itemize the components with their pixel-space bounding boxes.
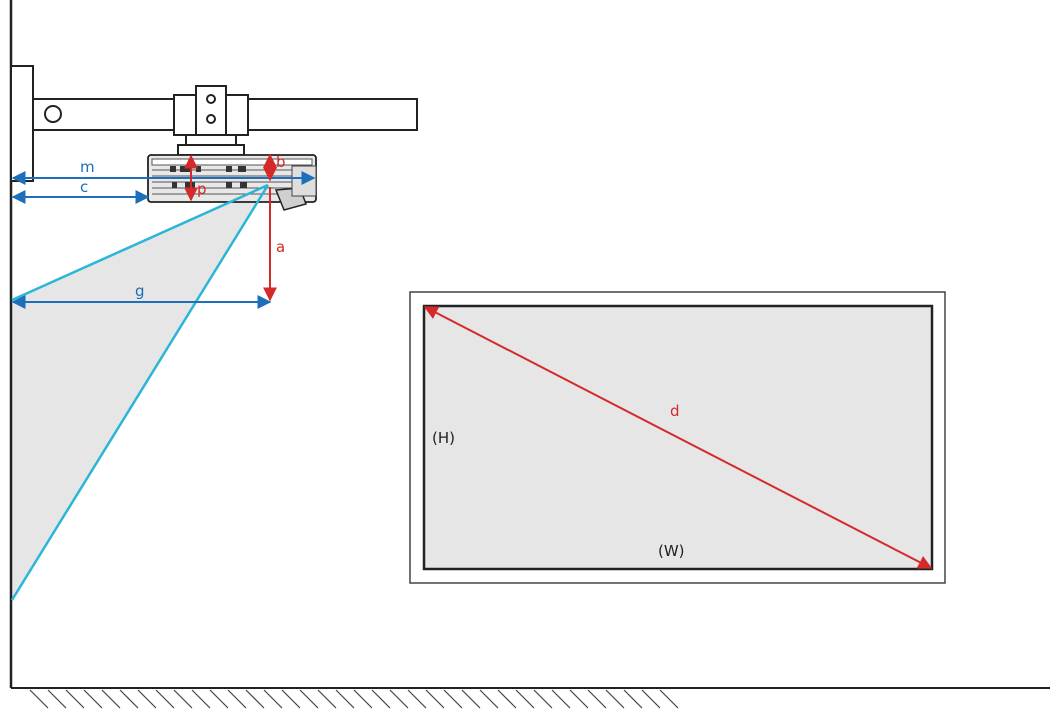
bracket-hole-bottom xyxy=(206,114,216,124)
dimension-b-label: b xyxy=(276,153,286,171)
dimension-g-label: g xyxy=(135,282,145,300)
dimension-c-label: c xyxy=(80,178,88,196)
mount-arm-hole xyxy=(44,105,62,123)
dimension-p-label: p xyxy=(197,180,207,198)
floor-hatching xyxy=(29,689,679,709)
wall-mount-plate xyxy=(10,65,34,182)
dimension-a-label: a xyxy=(276,238,285,256)
dimension-d-line xyxy=(423,306,933,569)
bracket-hole-top xyxy=(206,94,216,104)
beam-edge-lower xyxy=(10,184,270,601)
screen-height-label: (H) xyxy=(432,429,455,447)
beam-edge-upper xyxy=(11,183,269,302)
dimension-d-label: d xyxy=(670,402,680,420)
dimension-m-label: m xyxy=(80,158,95,176)
screen-width-label: (W) xyxy=(658,542,685,560)
